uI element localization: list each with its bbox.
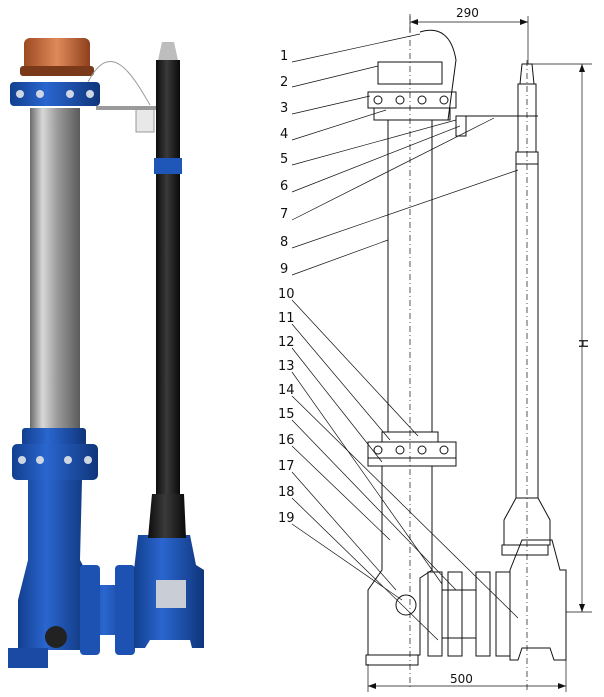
tag-plate	[135, 107, 155, 133]
chain	[87, 61, 151, 106]
callout-5: 5	[280, 152, 288, 167]
bracket-bar	[96, 106, 176, 110]
callout-4: 4	[280, 127, 288, 142]
base-foot	[8, 648, 48, 668]
dimension-top: 290	[409, 6, 529, 64]
connector-flange-right	[115, 565, 135, 655]
valve-outline	[509, 539, 567, 661]
callout-9: 9	[280, 262, 288, 277]
technical-drawing: 290	[278, 6, 592, 692]
callout-6: 6	[280, 179, 288, 194]
cap-outline	[377, 61, 443, 85]
dimension-height-label: H	[577, 339, 591, 348]
callout-11: 11	[278, 311, 295, 326]
chain-outline	[419, 29, 457, 121]
callout-8: 8	[280, 235, 288, 250]
callout-leaders	[291, 33, 519, 641]
callout-7: 7	[280, 207, 288, 222]
callout-3: 3	[280, 101, 288, 116]
key-stem-outline	[503, 63, 551, 546]
callout-18: 18	[278, 485, 295, 500]
valve-label-plate	[156, 580, 186, 608]
bracket-tag	[455, 115, 467, 137]
lower-body	[18, 480, 88, 650]
callout-10: 10	[278, 287, 295, 302]
black-key-stem	[148, 42, 186, 538]
middle-flange	[12, 428, 98, 480]
callout-14: 14	[278, 383, 295, 398]
lower-body-outline	[367, 466, 433, 656]
connector-outline	[427, 571, 511, 657]
valve-bonnet	[501, 544, 549, 556]
dimension-bottom-label: 500	[450, 672, 473, 686]
drain-outline	[395, 594, 417, 616]
callout-numbers: 1 2 3 4 5 6 7 8 9 10 11 12 13 14 15 16 1…	[278, 49, 295, 526]
callout-13: 13	[278, 359, 295, 374]
callout-2: 2	[280, 75, 288, 90]
orange-cap	[20, 38, 94, 76]
callout-15: 15	[278, 407, 295, 422]
top-flange-outline	[367, 91, 457, 121]
steel-barrel	[30, 108, 80, 436]
dimension-height: H	[532, 63, 592, 613]
callout-12: 12	[278, 335, 295, 350]
middle-flange-outline	[367, 431, 457, 467]
callout-16: 16	[278, 433, 295, 448]
top-flange	[10, 82, 100, 106]
dimension-bottom: 500	[367, 660, 567, 692]
callout-1: 1	[280, 49, 288, 64]
callout-17: 17	[278, 459, 295, 474]
hydrant-photo	[8, 38, 204, 668]
dimension-top-label: 290	[456, 6, 479, 20]
connector-flange-left	[80, 565, 100, 655]
callout-19: 19	[278, 511, 295, 526]
drain-cap	[45, 626, 67, 648]
base-outline	[365, 654, 419, 666]
